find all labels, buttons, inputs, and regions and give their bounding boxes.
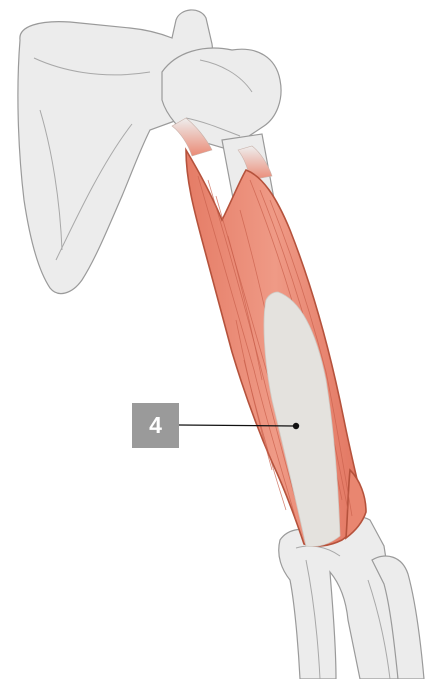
callout-number-label: 4 — [149, 414, 162, 437]
humerus-head-bone — [162, 48, 281, 150]
scapula-bone — [18, 10, 212, 294]
forearm-bones — [279, 517, 424, 679]
callout-marker-dot — [293, 423, 299, 429]
callout-number-box: 4 — [132, 403, 179, 448]
